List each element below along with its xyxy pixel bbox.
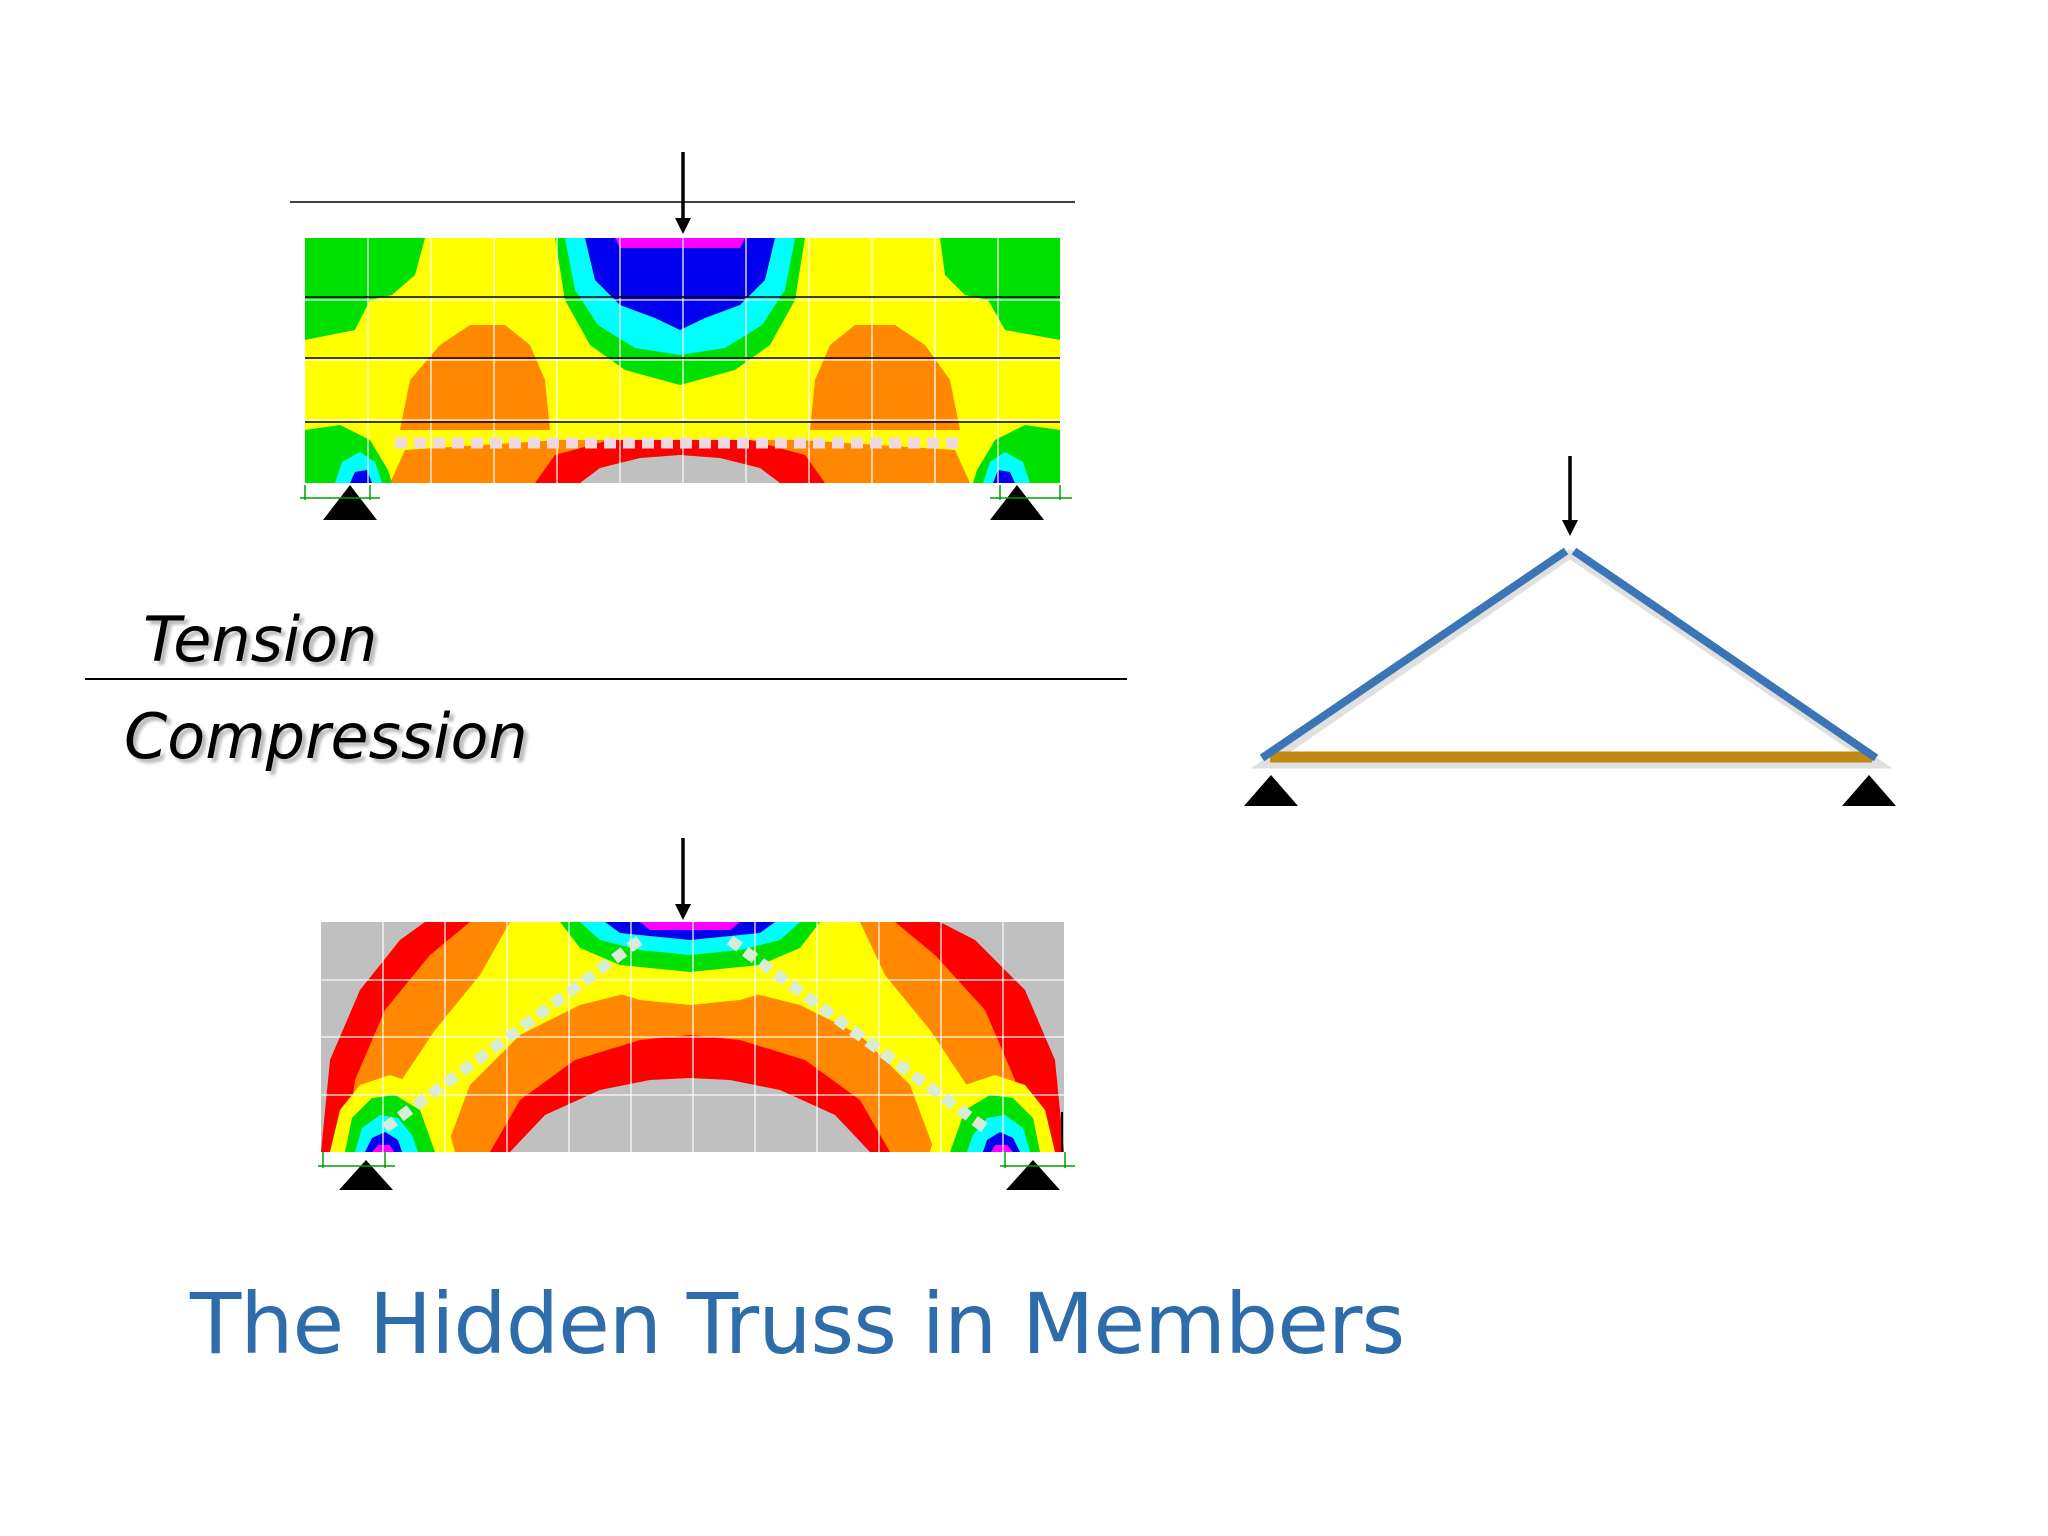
strut-and-tie-truss	[1244, 456, 1896, 806]
truss-left-support	[1244, 775, 1298, 806]
left-compression-strut	[1259, 547, 1569, 762]
top-load-arrow	[675, 152, 691, 234]
left-strut-dashes	[381, 935, 644, 1133]
compression-label: Compression	[124, 700, 528, 773]
slide-title: The Hidden Truss in Members	[190, 1275, 1405, 1373]
tension-label: Tension	[143, 603, 378, 676]
bottom-beam-contour	[318, 838, 1075, 1190]
top-left-support	[300, 485, 380, 520]
truss-load-arrow	[1562, 456, 1578, 536]
truss-right-support	[1842, 775, 1896, 806]
right-strut-dashes	[726, 935, 989, 1133]
bottom-right-support	[1000, 1112, 1075, 1190]
top-beam-contour	[290, 152, 1075, 520]
right-compression-strut	[1571, 547, 1879, 762]
top-right-support	[990, 485, 1072, 520]
bottom-load-arrow	[675, 838, 691, 920]
bottom-left-support	[318, 1152, 395, 1190]
